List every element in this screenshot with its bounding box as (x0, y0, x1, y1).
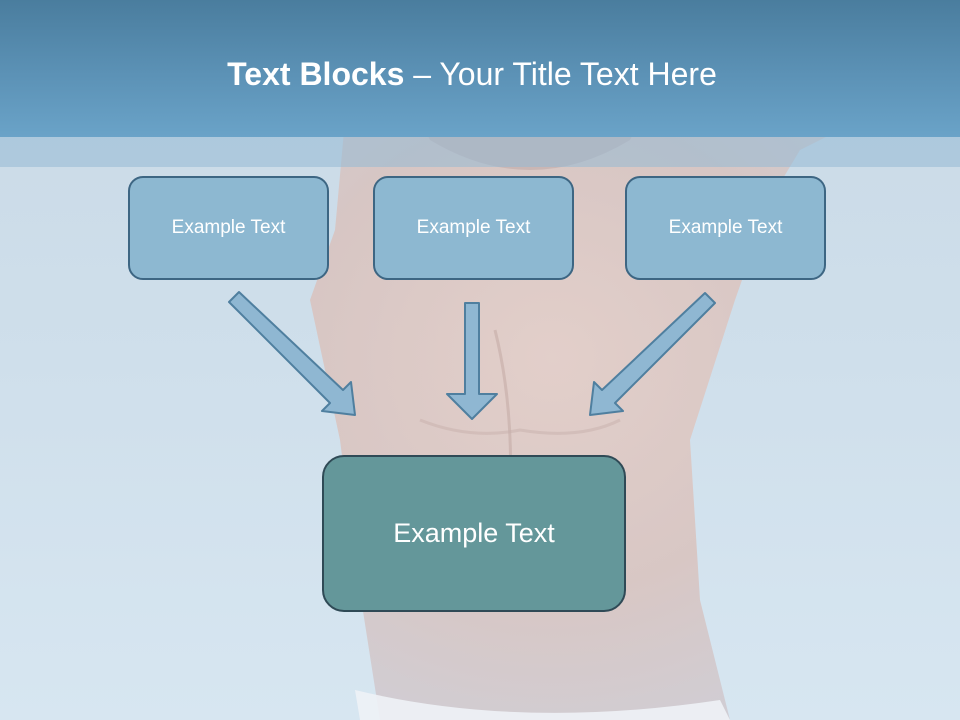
title-bold-part: Text Blocks (227, 56, 405, 92)
text-block-3-label: Example Text (668, 217, 783, 238)
text-block-1-label: Example Text (171, 217, 286, 238)
title-rest-part: – Your Title Text Here (404, 56, 717, 92)
title-bar (0, 0, 960, 137)
arrow-center-down (446, 302, 498, 420)
text-block-3[interactable]: Example Text (625, 176, 826, 280)
text-block-1[interactable]: Example Text (128, 176, 329, 280)
title-strip (0, 137, 960, 167)
arrow-left-diagonal (228, 291, 356, 416)
text-block-2[interactable]: Example Text (373, 176, 574, 280)
arrow-right-diagonal (589, 292, 716, 416)
text-block-2-label: Example Text (416, 217, 531, 238)
slide-title: Text Blocks – Your Title Text Here (0, 52, 944, 96)
target-text-block-label: Example Text (393, 518, 555, 548)
target-text-block[interactable]: Example Text (322, 455, 626, 612)
